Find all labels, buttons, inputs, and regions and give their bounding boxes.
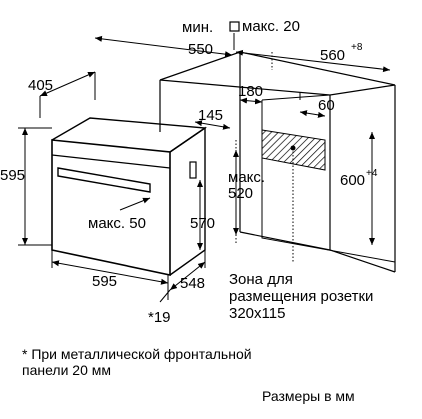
label-max-20: макс. 20 (242, 18, 300, 35)
label-max-50: макс. 50 (88, 215, 146, 232)
label-600: 600 (340, 172, 365, 189)
label-60: 60 (318, 97, 335, 114)
label-570: 570 (190, 215, 215, 232)
label-180: 180 (238, 83, 263, 100)
label-550: 550 (188, 41, 213, 58)
label-548: 548 (180, 275, 205, 292)
label-max-520: макс. 520 (228, 169, 269, 202)
oven (51, 117, 208, 276)
label-min: мин. (182, 19, 213, 36)
cabinet-niche (159, 51, 396, 273)
label-560: 560 (320, 47, 345, 64)
units-note: Размеры в мм (262, 388, 355, 404)
socket-zone (261, 129, 326, 171)
label-405: 405 (28, 77, 53, 94)
label-595-width: 595 (92, 273, 117, 290)
label-19: *19 (148, 309, 171, 326)
label-600-tolerance: +4 (366, 168, 378, 179)
dimension-lines (18, 21, 391, 303)
label-145: 145 (198, 107, 223, 124)
label-595-height: 595 (0, 167, 25, 184)
footnote: * При металлической фронтальной панели 2… (22, 346, 252, 378)
socket-zone-note: Зона для размещения розетки 320x115 (229, 271, 374, 322)
label-560-tolerance: +8 (351, 42, 363, 53)
